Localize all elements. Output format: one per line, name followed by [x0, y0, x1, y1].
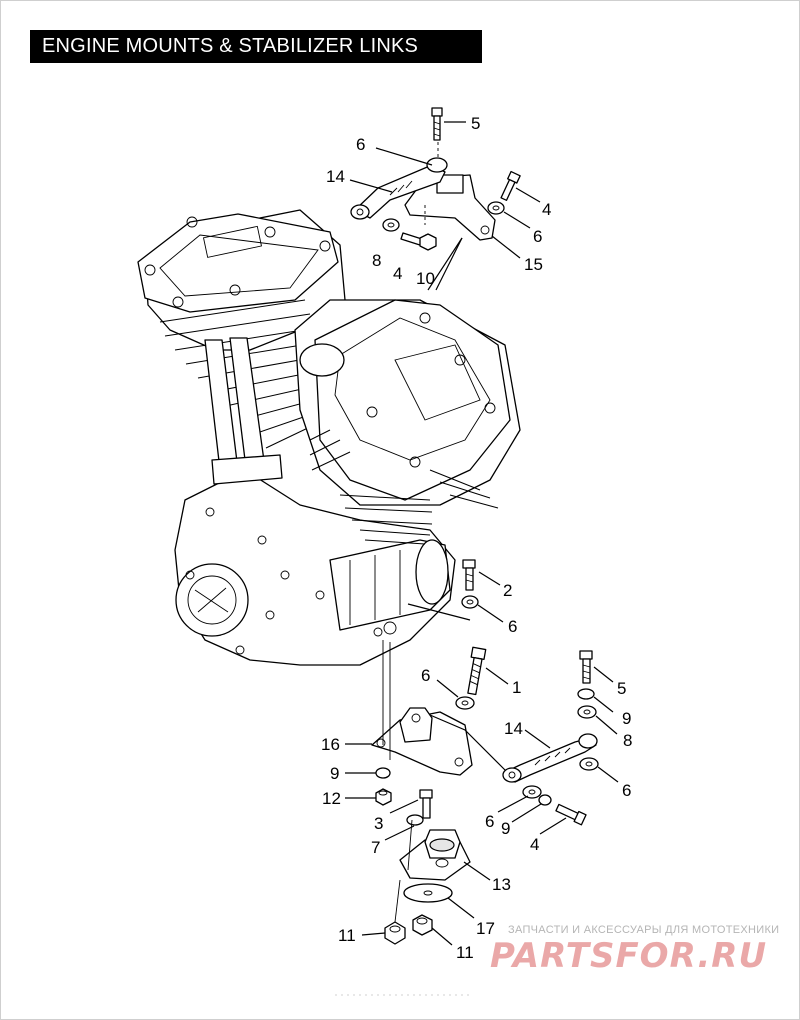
callout-12: 12 [322, 789, 341, 808]
callout-11-left: 11 [338, 926, 356, 945]
callout-5-top: 5 [471, 114, 480, 133]
callout-9-lower: 9 [501, 819, 510, 838]
callout-10: 10 [416, 269, 435, 288]
bolt-5-top [431, 107, 443, 141]
callout-13: 13 [492, 875, 511, 894]
callout-4-top-right: 4 [542, 200, 551, 219]
callout-4-lower: 4 [530, 835, 539, 854]
callout-14-top: 14 [326, 167, 345, 186]
callout-6-lower: 6 [485, 812, 494, 831]
top-stabilizer-assembly [350, 107, 521, 251]
callout-1: 1 [512, 678, 521, 697]
callout-14-right: 14 [504, 719, 523, 738]
callout-3: 3 [374, 814, 383, 833]
lower-mount-assembly [371, 559, 599, 945]
leader-lines [345, 121, 619, 946]
callout-11-right: 11 [456, 943, 474, 962]
callout-16: 16 [321, 735, 340, 754]
callout-6-top-right: 6 [533, 227, 542, 246]
callout-15: 15 [524, 255, 543, 274]
callout-17: 17 [476, 919, 495, 938]
callout-9-left: 9 [330, 764, 339, 783]
callout-6-mid: 6 [508, 617, 517, 636]
callout-7: 7 [371, 838, 380, 857]
watermark-tagline: ЗАПЧАСТИ И АКСЕССУАРЫ ДЛЯ МОТОТЕХНИКИ [508, 924, 780, 936]
callout-6-bolt1: 6 [421, 666, 430, 685]
callout-8-right: 8 [623, 731, 632, 750]
callout-9-right: 9 [622, 709, 631, 728]
diagram-title: ENGINE MOUNTS & STABILIZER LINKS [30, 30, 482, 63]
callout-2: 2 [503, 581, 512, 600]
callout-6-lower-right: 6 [622, 781, 631, 800]
callout-numbers: 5 6 14 4 6 15 8 4 10 2 6 1 6 5 9 14 8 16… [321, 114, 632, 962]
callout-5-right: 5 [617, 679, 626, 698]
callout-8-top: 8 [372, 251, 381, 270]
callout-4-top: 4 [393, 264, 402, 283]
engine-illustration [137, 209, 521, 666]
callout-6-top: 6 [356, 135, 365, 154]
watermark-logo: PARTSFOR.RU [490, 936, 768, 976]
